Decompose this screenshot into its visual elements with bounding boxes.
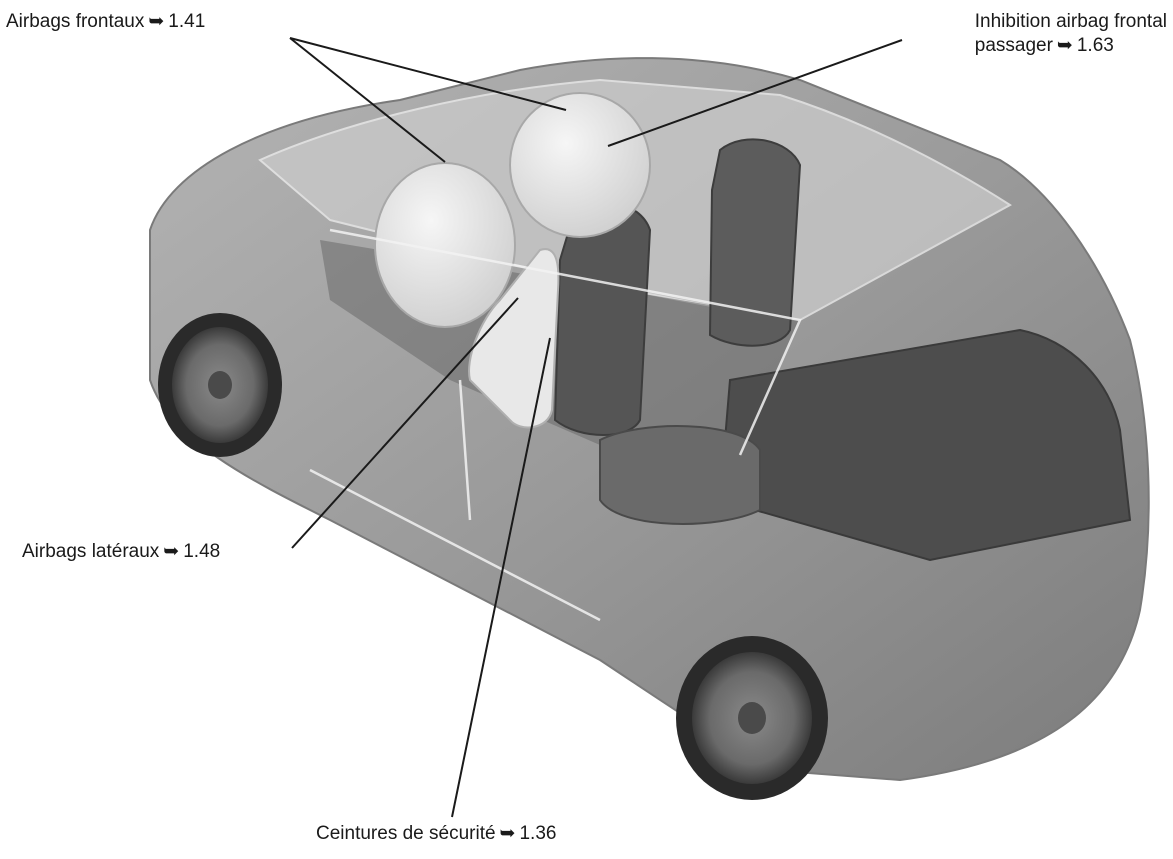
rear-seat — [600, 426, 760, 524]
page-ref: 1.41 — [168, 11, 205, 32]
callout-ceintures: Ceintures de sécurité➥1.36 — [316, 822, 556, 846]
callout-airbags-lateraux: Airbags latéraux➥1.48 — [22, 540, 220, 564]
callout-text: Ceintures de sécurité — [316, 823, 496, 844]
callout-text: Airbags latéraux — [22, 541, 159, 562]
driver-airbag — [375, 163, 515, 327]
rear-wheel — [676, 636, 828, 800]
page-ref-arrow-icon: ➥ — [148, 11, 164, 32]
callout-text: Airbags frontaux — [6, 11, 144, 32]
page-ref: 1.63 — [1077, 35, 1114, 56]
page-ref-arrow-icon: ➥ — [163, 541, 179, 562]
page-ref: 1.48 — [183, 541, 220, 562]
page-ref: 1.36 — [519, 823, 556, 844]
callout-inhibition-airbag: Inhibition airbag frontal passager➥1.63 — [975, 10, 1167, 58]
front-seat-right — [710, 139, 800, 345]
callout-airbags-frontaux: Airbags frontaux➥1.41 — [6, 10, 205, 34]
callout-text-line1: Inhibition airbag frontal — [975, 10, 1167, 34]
front-wheel — [158, 313, 282, 457]
page-ref-arrow-icon: ➥ — [1057, 35, 1073, 56]
callout-text-line2: passager — [975, 35, 1053, 56]
passenger-airbag — [510, 93, 650, 237]
page-ref-arrow-icon: ➥ — [500, 823, 516, 844]
